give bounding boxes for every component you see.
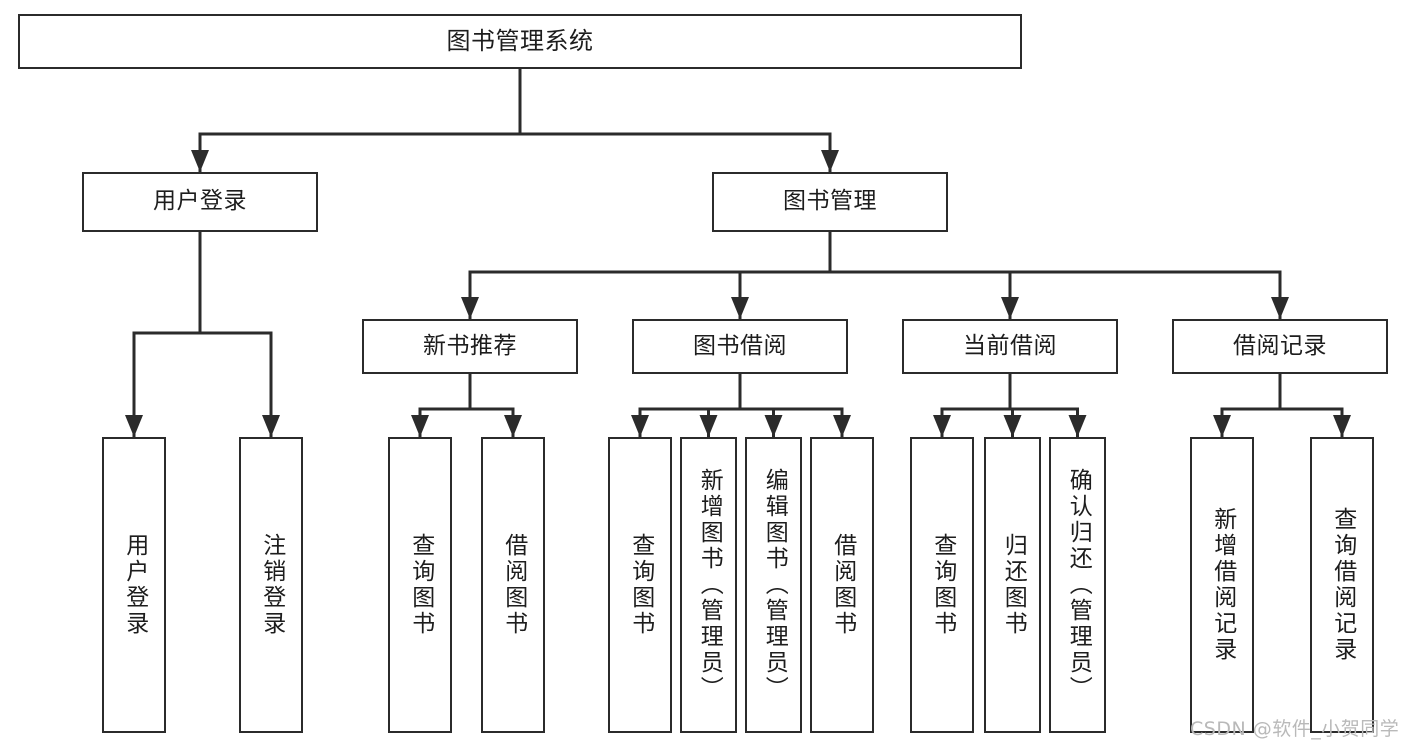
node-label: 借阅记录 bbox=[1233, 332, 1327, 359]
node-l3-c3[interactable]: 编辑图书（管理员） bbox=[745, 437, 802, 733]
node-label: 查询图书 bbox=[929, 533, 956, 637]
node-l3-a1[interactable]: 用户登录 bbox=[102, 437, 166, 733]
node-l1-login[interactable]: 用户登录 bbox=[82, 172, 318, 232]
node-l3-a2[interactable]: 注销登录 bbox=[239, 437, 303, 733]
node-label: 新增图书（管理员） bbox=[696, 468, 723, 702]
node-l3-c2[interactable]: 新增图书（管理员） bbox=[680, 437, 737, 733]
node-label: 新增借阅记录 bbox=[1209, 507, 1236, 663]
node-label: 图书管理系统 bbox=[446, 27, 594, 56]
node-label: 借阅图书 bbox=[500, 533, 527, 637]
node-label: 用户登录 bbox=[153, 188, 247, 215]
node-root[interactable]: 图书管理系统 bbox=[18, 14, 1022, 69]
node-l3-d1[interactable]: 查询图书 bbox=[910, 437, 974, 733]
node-l3-e1[interactable]: 新增借阅记录 bbox=[1190, 437, 1254, 733]
node-l3-c4[interactable]: 借阅图书 bbox=[810, 437, 874, 733]
node-l2-borrow[interactable]: 图书借阅 bbox=[632, 319, 848, 374]
node-l3-c1[interactable]: 查询图书 bbox=[608, 437, 672, 733]
node-label: 查询图书 bbox=[407, 533, 434, 637]
node-label: 编辑图书（管理员） bbox=[761, 468, 788, 702]
node-label: 新书推荐 bbox=[423, 332, 517, 359]
node-label: 查询图书 bbox=[627, 533, 654, 637]
node-label: 用户登录 bbox=[121, 533, 148, 637]
node-label: 归还图书 bbox=[1000, 533, 1027, 637]
node-label: 当前借阅 bbox=[963, 332, 1057, 359]
node-label: 图书管理 bbox=[783, 188, 877, 215]
node-label: 借阅图书 bbox=[829, 533, 856, 637]
node-label: 图书借阅 bbox=[693, 332, 787, 359]
node-l3-d2[interactable]: 归还图书 bbox=[984, 437, 1041, 733]
node-l2-new[interactable]: 新书推荐 bbox=[362, 319, 578, 374]
node-l2-cur[interactable]: 当前借阅 bbox=[902, 319, 1118, 374]
watermark-text: CSDN @软件_小贺同学 bbox=[1190, 718, 1400, 740]
node-l1-book[interactable]: 图书管理 bbox=[712, 172, 948, 232]
node-l3-b2[interactable]: 借阅图书 bbox=[481, 437, 545, 733]
node-label: 查询借阅记录 bbox=[1329, 507, 1356, 663]
node-label: 注销登录 bbox=[258, 533, 285, 637]
node-l3-b1[interactable]: 查询图书 bbox=[388, 437, 452, 733]
node-l2-rec[interactable]: 借阅记录 bbox=[1172, 319, 1388, 374]
node-label: 确认归还（管理员） bbox=[1065, 468, 1092, 702]
node-l3-d3[interactable]: 确认归还（管理员） bbox=[1049, 437, 1106, 733]
node-l3-e2[interactable]: 查询借阅记录 bbox=[1310, 437, 1374, 733]
